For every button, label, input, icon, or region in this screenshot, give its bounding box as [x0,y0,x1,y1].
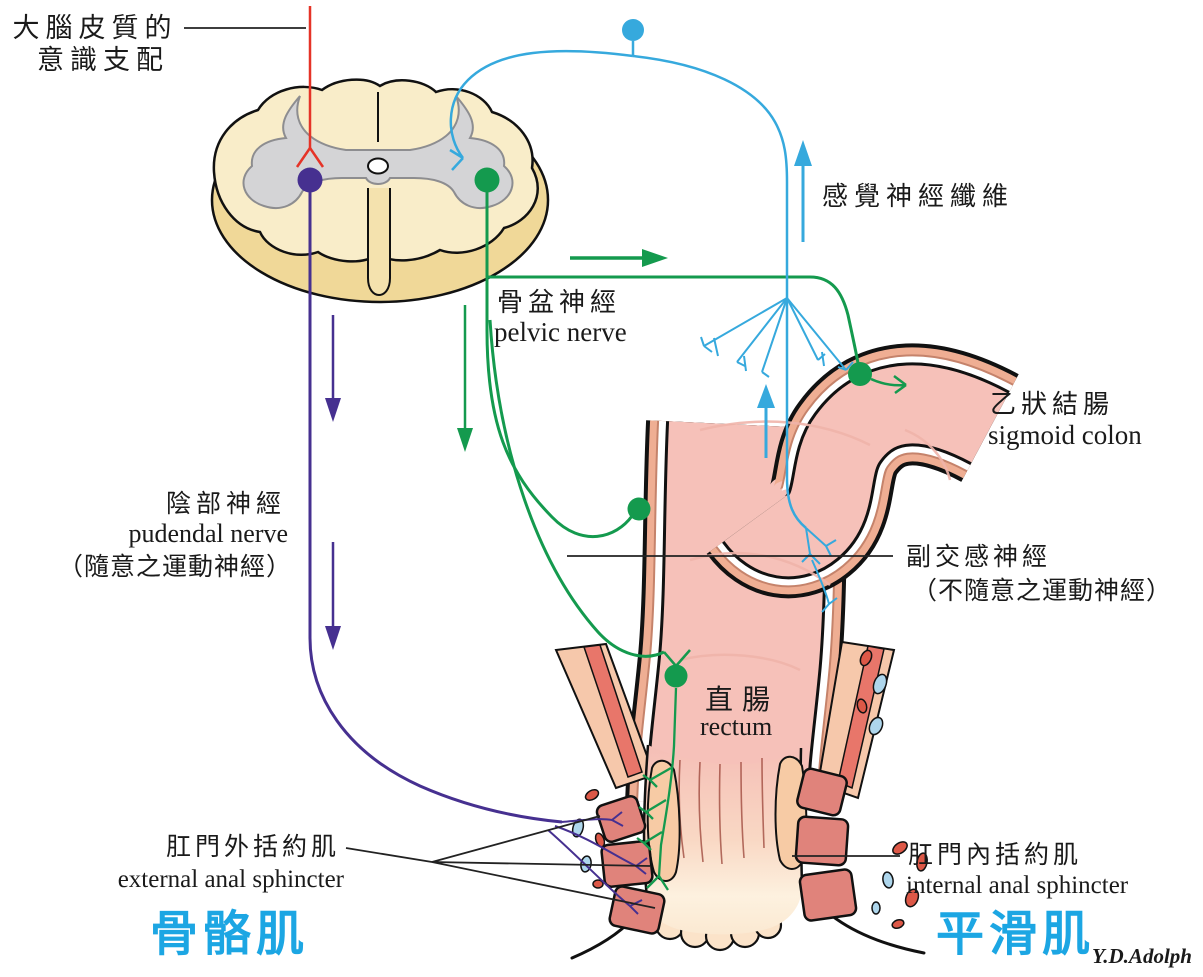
purple-flow-arrows [325,315,341,650]
leader-lines [184,27,900,909]
parasympathetic-label-note: （不隨意之運動神經） [912,577,1172,605]
cyan-flow-arrow-lumen [757,384,775,458]
ventral-median-fissure [367,188,391,297]
pelvic-nerve-label-en: pelvic nerve [494,317,627,347]
rectum-wall-ganglion-upper [627,497,651,521]
pudendal-nerve-label-en: pudendal nerve [128,519,288,548]
pelvic-nerve-green [457,167,907,891]
pudendal-terminal-branches [547,811,648,915]
green-flow-arrow-down [457,305,473,452]
sigmoid-colon-tube [706,343,1019,599]
pudendal-nerve-purple [297,167,648,915]
internal-sphincter-label-zh: 肛門內括約肌 [908,841,1082,869]
external-anal-sphincter [595,767,858,935]
external-sphincter-label-zh: 肛門外括約肌 [166,833,340,861]
colon-wall-ganglion [848,362,872,386]
internal-sphincter-label-en: internal anal sphincter [906,872,1129,899]
rectum-wall-ganglion-lower [664,664,688,688]
pudendal-nerve-label-zh: 陰部神經 [166,490,286,518]
green-flow-arrow-right [570,249,668,267]
sigmoid-colon-label-en: sigmoid colon [988,420,1142,450]
sensory-lower-branches [801,527,838,613]
central-canal [367,157,389,175]
cyan-flow-arrow-top [794,140,812,242]
pelvic-nerve-label-zh: 骨盆神經 [497,288,621,317]
cortex-label-zh-1: 大腦皮質的 [13,13,178,43]
parasympathetic-label-zh: 副交感神經 [906,543,1051,571]
spinal-cord-cross-section [210,78,550,304]
rectum-tube [625,420,850,810]
smooth-muscle-label: 平滑肌 [936,908,1095,961]
pelvic-floor-left-band [554,642,656,790]
labels: 大腦皮質的 意識支配 感覺神經纖維 骨盆神經 pelvic nerve 陰部神經… [13,13,1192,968]
corticospinal-fiber-red [295,6,325,168]
motor-neuron-soma [297,167,323,193]
green-terminal-branches [636,687,678,891]
rectum-label-zh: 直腸 [705,684,779,716]
dorsal-root-ganglion-soma [622,19,644,41]
sigmoid-colon-label-zh: 乙狀結腸 [990,390,1114,419]
sensory-fiber-label: 感覺神經纖維 [822,182,1014,211]
cortex-label-zh-2: 意識支配 [37,45,169,75]
sensory-nerve-cyan [449,19,854,613]
sensory-receptor-fan [700,297,854,378]
rectum-label-en: rectum [700,712,772,741]
artist-signature: Y.D.Adolph [1092,944,1192,968]
external-sphincter-leaders [345,815,656,909]
external-sphincter-label-en: external anal sphincter [118,866,345,893]
pudendal-nerve-label-note: （隨意之運動神經） [58,553,292,581]
skeletal-muscle-label: 骨骼肌 [150,908,309,961]
preganglionic-soma [474,167,500,193]
